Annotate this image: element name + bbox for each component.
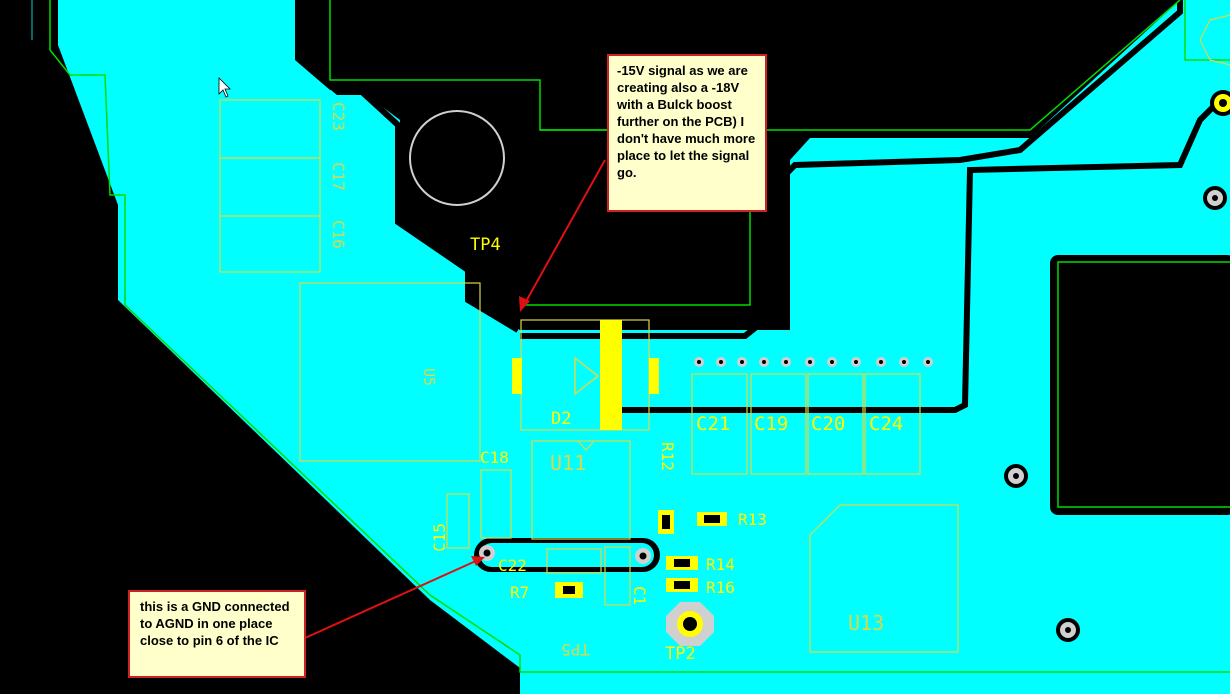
c21-footprint[interactable] — [691, 373, 748, 475]
c1-label: C1 — [630, 586, 649, 605]
r7-label: R7 — [510, 583, 529, 602]
mounting-via-1[interactable] — [1004, 464, 1028, 488]
board-outline-inner — [329, 0, 1181, 131]
gnd-slot-inner — [480, 543, 654, 567]
c22-footprint[interactable] — [546, 548, 602, 574]
u11-footprint[interactable] — [531, 440, 631, 540]
mounting-via-2[interactable] — [1056, 618, 1080, 642]
r13-label: R13 — [738, 510, 767, 529]
c16-label: C16 — [329, 220, 348, 249]
u5-label: U5 — [420, 368, 438, 386]
c18-footprint[interactable] — [480, 469, 512, 539]
mounting-via-3[interactable] — [1203, 186, 1227, 210]
c1-footprint[interactable] — [604, 546, 631, 606]
tp2-hole — [683, 617, 697, 631]
keepout-right-outline — [1057, 261, 1230, 508]
r16-pad-inner — [674, 581, 690, 589]
c15-label: C15 — [430, 523, 449, 552]
d2-pad-left — [512, 358, 522, 394]
annotation-arrow-bottom — [304, 559, 479, 639]
c20-label: C20 — [811, 413, 845, 435]
tp2-label: TP2 — [665, 644, 696, 664]
d2-label: D2 — [551, 409, 571, 429]
gnd-via-right-hole — [639, 552, 647, 560]
annotation-callout-bottom: this is a GND connected to AGND in one p… — [128, 590, 306, 678]
c15-footprint[interactable] — [446, 493, 470, 549]
test-pad-top-right[interactable] — [1210, 90, 1230, 116]
d2-cathode-bar — [600, 320, 622, 430]
r12-label: R12 — [658, 442, 677, 471]
annotation-callout-top: -15V signal as we are creating also a -1… — [607, 54, 767, 212]
tp5-label: TP5 — [561, 640, 590, 659]
c16-footprint[interactable] — [219, 215, 321, 273]
arrowhead-bottom-icon — [471, 556, 485, 566]
c23-label: C23 — [329, 102, 348, 131]
r14-pad-inner — [674, 559, 690, 567]
r16-label: R16 — [706, 578, 735, 597]
c21-label: C21 — [696, 413, 730, 435]
c24-label: C24 — [869, 413, 903, 435]
u11-pin1-marker-icon — [577, 440, 595, 451]
keepout-right-block — [1050, 255, 1230, 515]
c18-label: C18 — [480, 448, 509, 467]
u13-label: U13 — [848, 611, 884, 635]
board-outline-left — [49, 0, 1230, 673]
d2-pad-right — [649, 358, 659, 394]
tp4-pad[interactable] — [409, 110, 505, 206]
c17-label: C17 — [329, 162, 348, 191]
keepout-top-left-inner — [297, 0, 520, 333]
trace-right-loop — [620, 92, 1228, 413]
c19-label: C19 — [754, 413, 788, 435]
tp4-label: TP4 — [470, 235, 501, 255]
footprint-top-right — [1199, 14, 1230, 66]
trace-neg15v — [520, 0, 1183, 339]
u5-footprint[interactable] — [299, 282, 481, 462]
c20-footprint[interactable] — [807, 373, 864, 475]
board-outline-right — [1184, 0, 1230, 61]
r7-pad-inner — [563, 586, 575, 594]
d2-diode-symbol-icon — [574, 356, 600, 396]
r13-pad-inner — [704, 515, 720, 523]
annotation-arrow-top — [523, 159, 606, 306]
via-row-holes — [697, 360, 930, 364]
c19-footprint[interactable] — [750, 373, 807, 475]
u13-footprint[interactable] — [809, 504, 959, 653]
arrowhead-top-icon — [519, 296, 530, 312]
keepout-bottom-left — [0, 40, 34, 694]
gnd-via-left-hole — [483, 549, 491, 557]
c24-footprint[interactable] — [864, 373, 921, 475]
r12-pad-inner — [662, 515, 670, 529]
u11-label: U11 — [550, 451, 586, 475]
r14-label: R14 — [706, 555, 735, 574]
mouse-pointer-icon — [218, 77, 231, 98]
c22-label: C22 — [498, 556, 527, 575]
